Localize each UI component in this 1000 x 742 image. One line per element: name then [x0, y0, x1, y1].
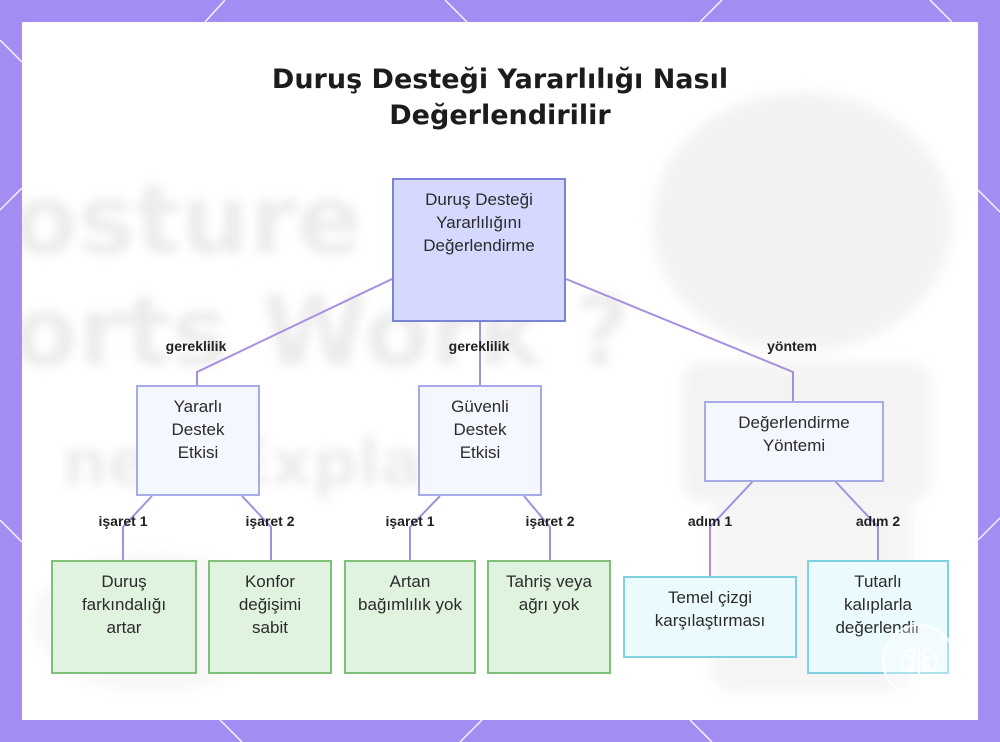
edge-safe-dependence — [409, 495, 441, 560]
watermark-logo — [882, 624, 956, 698]
edge-label-safe-irritation: işaret 2 — [525, 513, 575, 529]
edge-method-baseline — [709, 479, 755, 576]
edge-benefit-comfort — [241, 495, 272, 560]
node-dependence-label: Artan bağımlılık yok — [358, 572, 462, 614]
node-comfort-label: Konfor değişimi sabit — [238, 572, 302, 637]
edge-label-safe-dependence: işaret 1 — [385, 513, 435, 529]
node-safe: Güvenli Destek Etkisi — [418, 385, 542, 496]
edge-root-method — [565, 278, 794, 401]
edge-label-root-benefit: gereklilik — [165, 338, 227, 354]
node-awareness: Duruş farkındalığı artar — [51, 560, 197, 674]
node-root-label: Duruş Desteği Yararlılığını Değerlendirm… — [423, 190, 535, 255]
node-baseline-label: Temel çizgi karşılaştırması — [654, 588, 766, 630]
edge-root-benefit — [196, 278, 393, 385]
edge-safe-irritation — [523, 495, 551, 560]
edge-label-benefit-awareness: işaret 1 — [98, 513, 148, 529]
background-text-1: osture — [22, 164, 362, 276]
node-dependence: Artan bağımlılık yok — [344, 560, 476, 674]
node-consistent: Tutarlı kalıplarla değerlendir — [807, 560, 949, 674]
node-benefit: Yararlı Destek Etkisi — [136, 385, 260, 496]
edge-label-root-safe: gereklilik — [448, 338, 510, 354]
node-irritation: Tahriş veya ağrı yok — [487, 560, 611, 674]
node-method-label: Değerlendirme Yöntemi — [738, 413, 850, 455]
node-safe-label: Güvenli Destek Etkisi — [451, 397, 509, 462]
node-comfort: Konfor değişimi sabit — [208, 560, 332, 674]
node-baseline: Temel çizgi karşılaştırması — [623, 576, 797, 658]
node-benefit-label: Yararlı Destek Etkisi — [171, 397, 225, 462]
brain-circuit-icon — [900, 646, 938, 676]
edge-label-method-baseline: adım 1 — [687, 513, 733, 529]
node-awareness-label: Duruş farkındalığı artar — [81, 572, 167, 637]
diagram-title: Duruş Desteği Yararlılığı Nasıl Değerlen… — [271, 64, 729, 131]
edge-label-benefit-comfort: işaret 2 — [245, 513, 295, 529]
diagram-connectors — [122, 278, 879, 576]
edge-label-method-consistent: adım 2 — [855, 513, 901, 529]
diagram-card: osture orts Work ? nessExplaine Duruş De… — [22, 22, 978, 720]
edge-method-consistent — [833, 479, 879, 560]
edge-label-root-method: yöntem — [767, 338, 817, 354]
edge-benefit-awareness — [122, 495, 153, 560]
node-method: Değerlendirme Yöntemi — [704, 401, 884, 482]
node-root: Duruş Desteği Yararlılığını Değerlendirm… — [392, 178, 566, 322]
node-irritation-label: Tahriş veya ağrı yok — [506, 572, 592, 614]
